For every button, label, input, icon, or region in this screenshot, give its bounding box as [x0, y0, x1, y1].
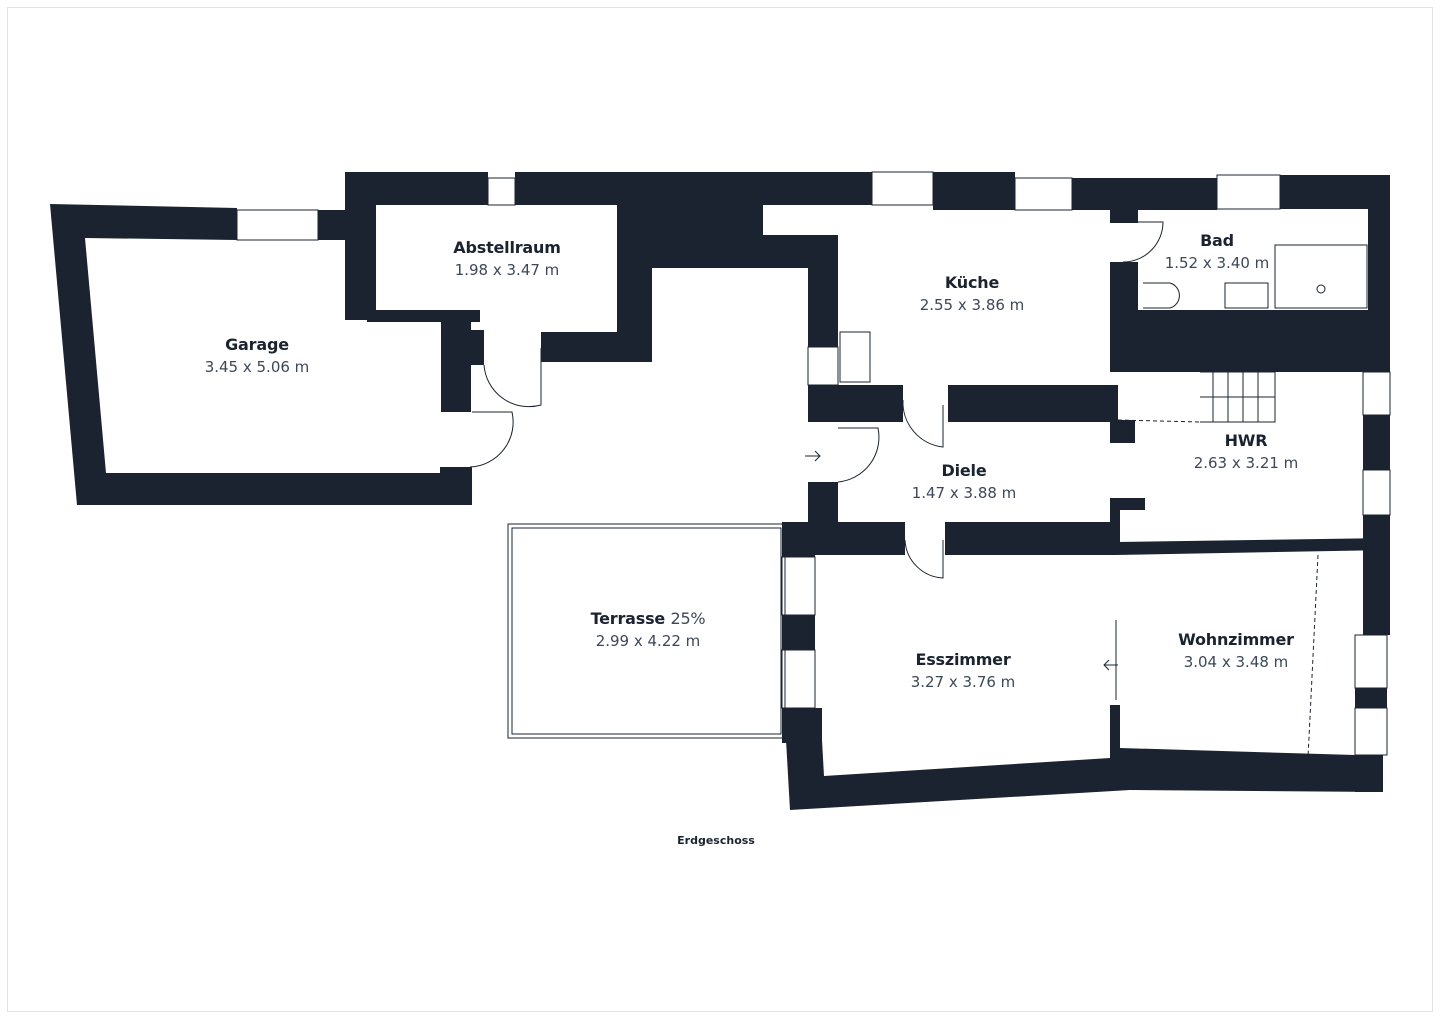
window — [781, 649, 816, 709]
terrace-outline — [511, 527, 782, 735]
room-dims: 3.27 x 3.76 m — [910, 673, 1016, 691]
page-frame — [7, 7, 1433, 1012]
room-area-factor: 25% — [670, 609, 706, 628]
room-dims: 2.99 x 4.22 m — [595, 632, 701, 650]
diele-left-wall — [808, 482, 838, 527]
esszimmer-left-wall — [782, 708, 822, 743]
window — [1216, 174, 1281, 210]
windows — [236, 171, 1391, 756]
room-esszimmer: Esszimmer 3.27 x 3.76 m — [911, 650, 1016, 691]
top-wall — [515, 172, 763, 205]
doors-fixtures — [469, 221, 1368, 759]
window — [807, 346, 839, 386]
room-name: Abstellraum — [453, 238, 561, 257]
floor-label: Erdgeschoss — [677, 834, 755, 847]
kitchen-sink — [839, 331, 871, 383]
room-dims: 2.63 x 3.21 m — [1193, 454, 1299, 472]
door-swing — [483, 348, 542, 408]
room-name: Bad — [1200, 231, 1234, 250]
kueche-bad-wall — [1110, 205, 1138, 223]
toilet — [1143, 282, 1180, 309]
window — [1362, 371, 1391, 416]
door-swing — [1122, 221, 1164, 263]
sink — [1224, 282, 1269, 309]
window — [487, 177, 516, 206]
terrace-outline — [507, 523, 786, 739]
dashed-line — [1117, 419, 1319, 759]
room-abstellraum: Abstellraum 1.98 x 3.47 m — [453, 238, 561, 279]
room-garage: Garage 3.45 x 5.06 m — [205, 335, 310, 376]
window — [1354, 634, 1388, 689]
room-dims: 3.45 x 5.06 m — [204, 358, 310, 376]
room-dims: 1.98 x 3.47 m — [454, 261, 560, 279]
door-jamb — [470, 330, 484, 365]
room-wohnzimmer: Wohnzimmer 3.04 x 3.48 m — [1178, 630, 1294, 671]
top-wall — [1072, 178, 1217, 210]
room-hwr: HWR 2.63 x 3.21 m — [1194, 431, 1299, 472]
room-name: Küche — [944, 273, 1000, 292]
bad-right-wall — [1368, 175, 1390, 375]
hwr-right-wall — [1363, 415, 1390, 470]
room-name: Wohnzimmer — [1178, 630, 1294, 649]
garage-right-wall — [441, 320, 471, 412]
walls — [50, 172, 1390, 810]
bottom-wall — [786, 705, 1383, 810]
window — [781, 556, 816, 616]
window — [1362, 469, 1391, 516]
room-terrasse: Terrasse 25% 2.99 x 4.22 m — [591, 609, 706, 650]
room-name: Esszimmer — [915, 650, 1011, 669]
bad-bottom-wall — [1110, 310, 1390, 372]
top-wall — [345, 172, 488, 205]
garage-wall — [50, 204, 472, 505]
window — [236, 209, 319, 241]
room-name: Garage — [225, 335, 289, 354]
hwr-right-wall — [1363, 515, 1390, 635]
kueche-bottom-wall — [948, 385, 1118, 422]
shower — [1274, 244, 1368, 309]
window — [1354, 707, 1388, 756]
hwr-left-jamb — [1110, 420, 1135, 443]
door-swing — [469, 411, 514, 468]
diele-bottom-wall — [945, 522, 1115, 555]
abstellraum-bottom-wall — [367, 310, 480, 322]
room-dims: 1.47 x 3.88 m — [911, 484, 1017, 502]
room-dims: 3.04 x 3.48 m — [1183, 653, 1289, 671]
door-swing — [902, 399, 944, 448]
kueche-bottom-wall — [808, 385, 903, 422]
room-name: Terrasse — [590, 609, 666, 628]
room-dims: 1.52 x 3.40 m — [1164, 254, 1270, 272]
top-wall — [933, 172, 1015, 210]
hwr-bottom-wall — [1115, 538, 1390, 555]
abstellraum-bottom-wall — [541, 332, 652, 362]
room-diele: Diele 1.47 x 3.88 m — [912, 461, 1017, 502]
room-name: HWR — [1224, 431, 1268, 450]
room-kueche: Küche 2.55 x 3.86 m — [920, 273, 1025, 314]
room-dims: 2.55 x 3.86 m — [919, 296, 1025, 314]
arrow-icon — [1103, 659, 1118, 671]
top-wall — [652, 235, 838, 268]
shower-drain — [1316, 284, 1326, 294]
window — [1014, 177, 1073, 211]
arrow-icon — [805, 450, 821, 462]
door-swing — [904, 539, 944, 579]
stairs — [1200, 371, 1276, 423]
esszimmer-left-wall — [782, 522, 815, 557]
door-swing — [837, 427, 880, 483]
diele-hwr-wall — [1110, 498, 1120, 553]
room-name: Diele — [941, 461, 987, 480]
top-wall — [730, 172, 872, 205]
kueche-left-wall — [808, 235, 838, 347]
wohnzimmer-right-wall — [1355, 688, 1387, 708]
esszimmer-left-wall — [782, 615, 815, 650]
room-bad: Bad 1.52 x 3.40 m — [1165, 231, 1270, 272]
window — [871, 171, 934, 206]
